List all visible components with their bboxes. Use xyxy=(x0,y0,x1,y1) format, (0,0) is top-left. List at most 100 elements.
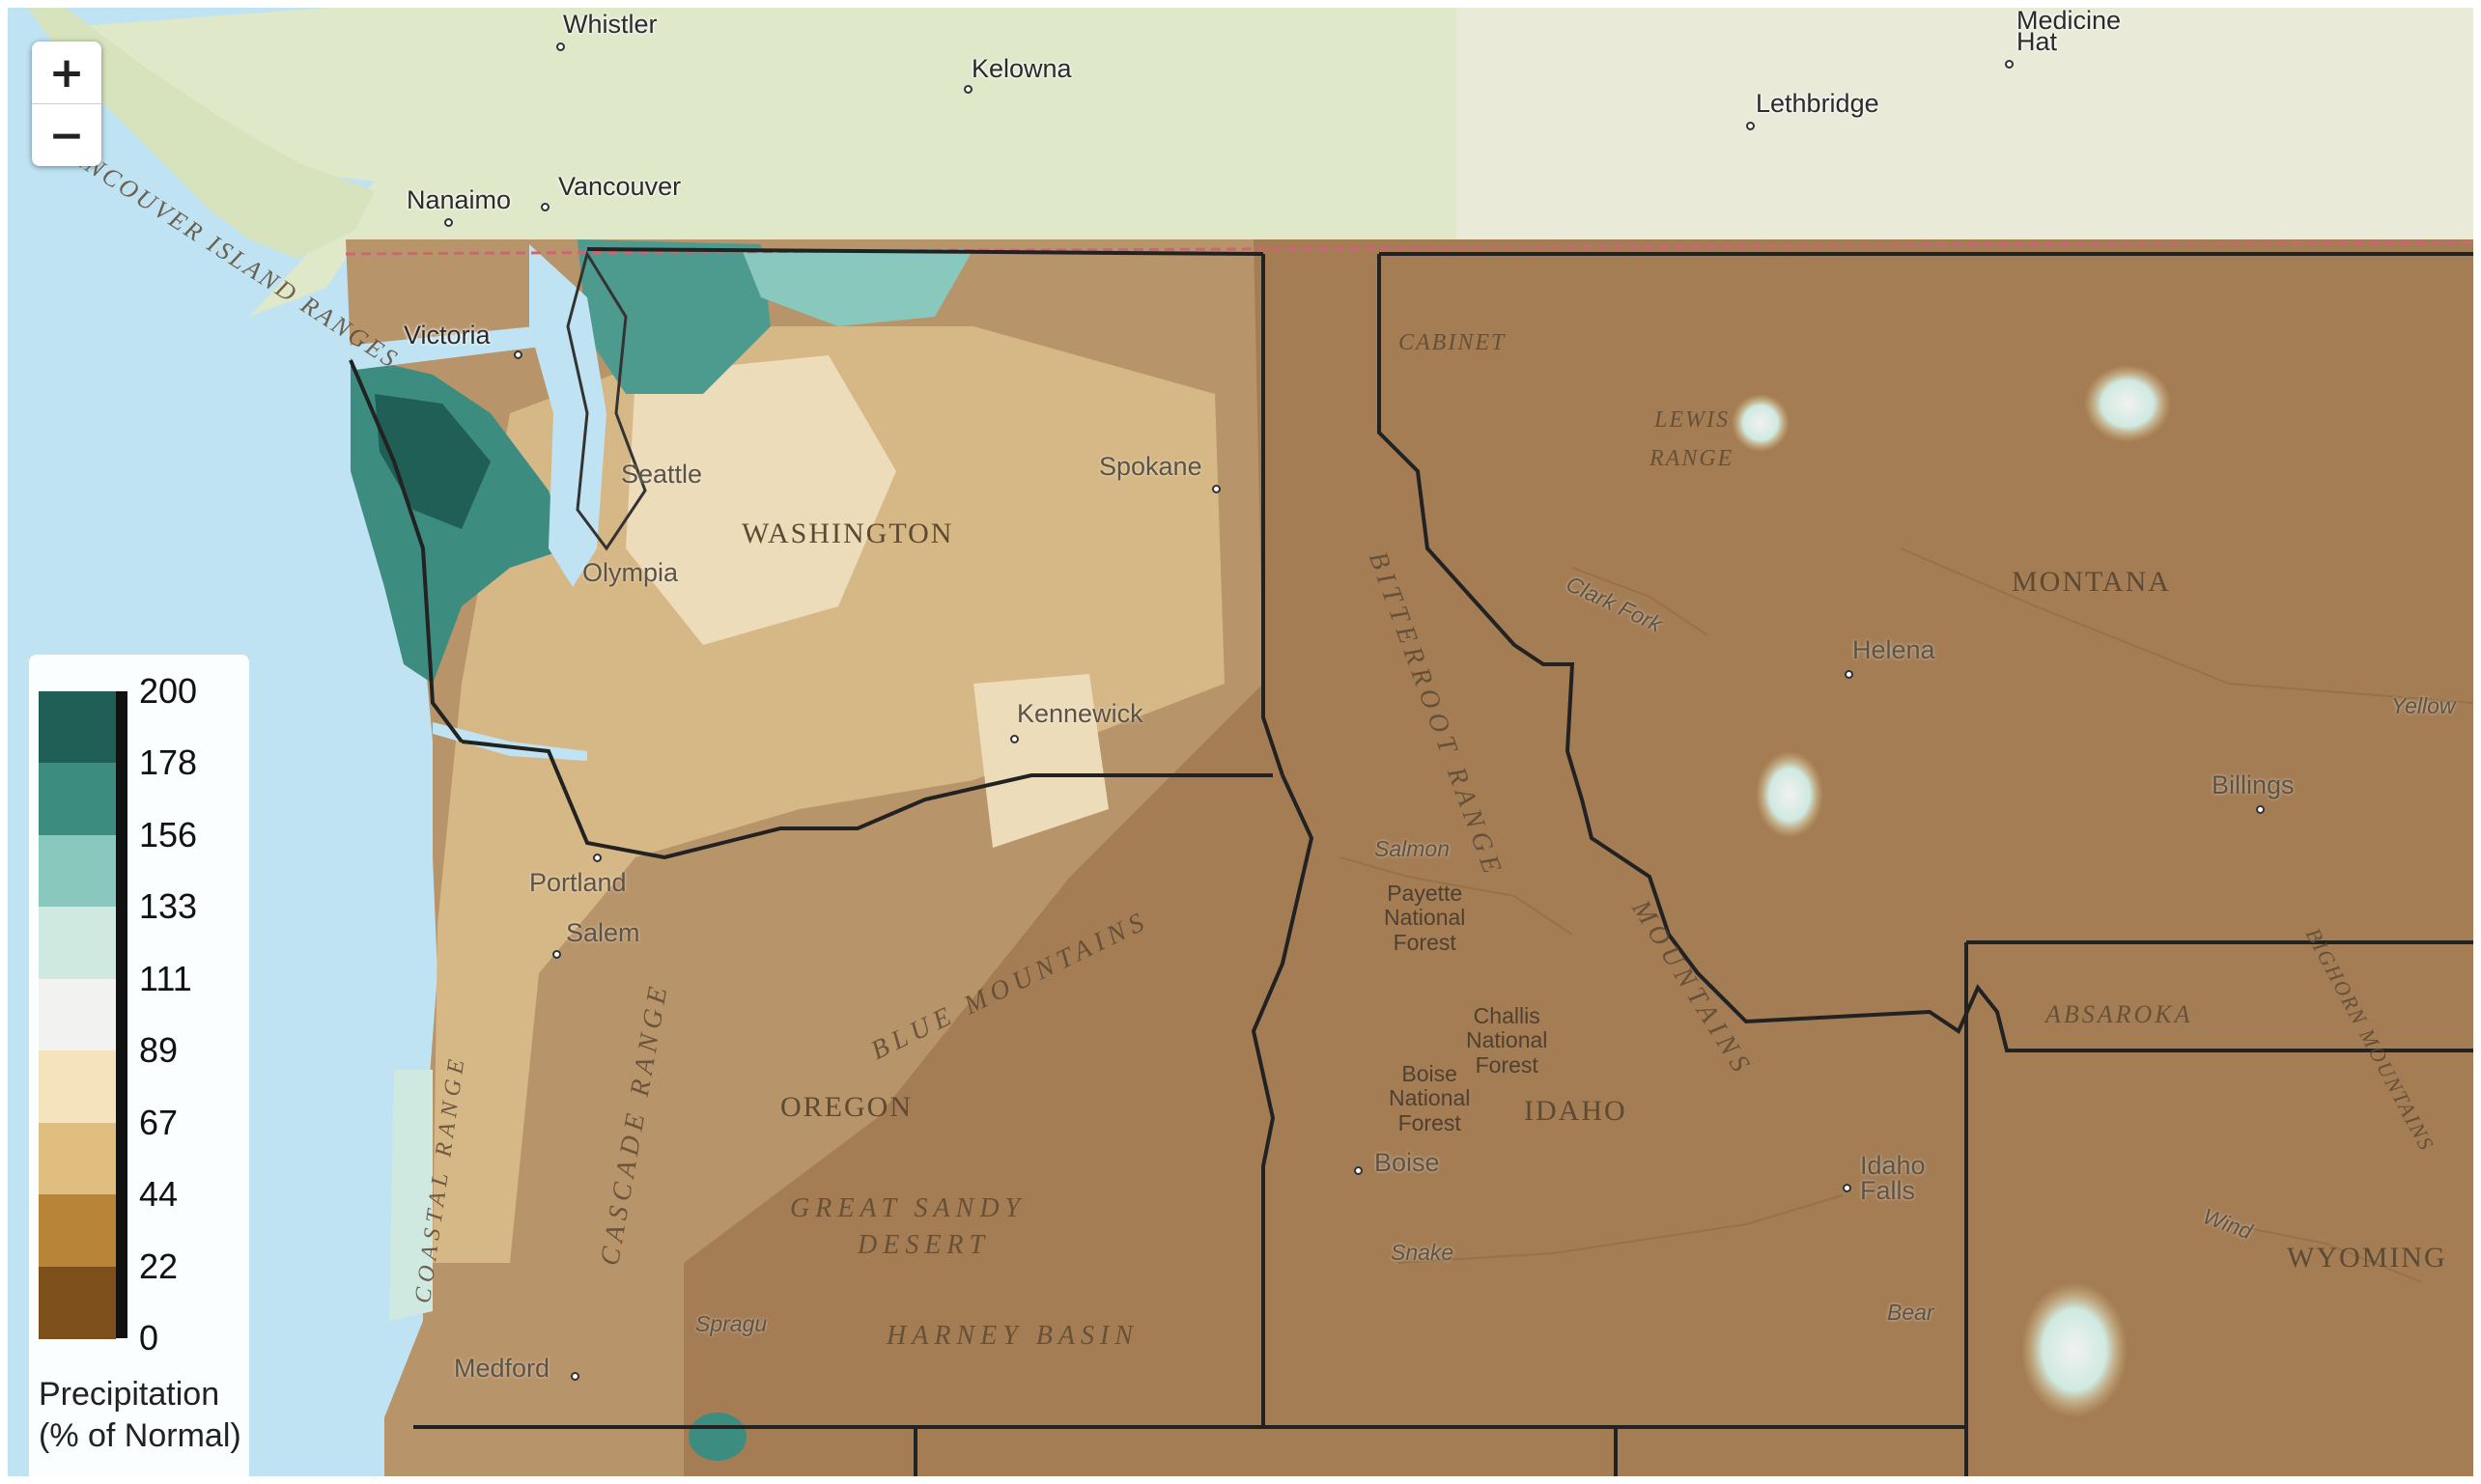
legend-tick-label: 133 xyxy=(139,886,198,927)
forest-label-line: Boise xyxy=(1401,1061,1457,1086)
lethbridge-marker[interactable] xyxy=(1746,122,1755,130)
vancouver-marker[interactable] xyxy=(541,203,550,211)
forest-label-line: Forest xyxy=(1475,1051,1538,1078)
city-label-lethbridge[interactable]: Lethbridge xyxy=(1756,89,1879,118)
zoom-control: + − xyxy=(32,42,101,166)
pale-patches xyxy=(626,355,896,645)
state-label-wyoming: WYOMING xyxy=(2287,1242,2447,1274)
legend-tick-label: 156 xyxy=(139,814,198,854)
legend-tick-label: 89 xyxy=(139,1030,179,1071)
zoom-in-button[interactable]: + xyxy=(48,47,85,98)
kennewick-marker[interactable] xyxy=(1010,735,1019,743)
wet-cascades-2 xyxy=(742,249,973,326)
forest-label-line: Forest xyxy=(1393,929,1456,955)
city-label-helena[interactable]: Helena xyxy=(1852,635,1935,664)
city-label-salem[interactable]: Salem xyxy=(566,918,640,947)
river-label-salmon: Salmon xyxy=(1374,836,1450,861)
forest-label-line: Payette xyxy=(1387,881,1463,906)
forest-label-payette: Payette National Forest xyxy=(1384,881,1466,955)
washington-oregon-border xyxy=(461,740,1273,860)
forest-label-line: Forest xyxy=(1397,1109,1461,1135)
city-label-victoria[interactable]: Victoria xyxy=(404,321,491,350)
whistler-marker[interactable] xyxy=(556,42,565,51)
dry-zone-east xyxy=(684,239,2473,1476)
forest-label-challis: Challis National Forest xyxy=(1466,1003,1547,1078)
city-label-vancouver[interactable]: Vancouver xyxy=(558,172,682,201)
river-label-bear: Bear xyxy=(1887,1300,1934,1325)
legend-color-band xyxy=(39,907,116,980)
city-label-kennewick[interactable]: Kennewick xyxy=(1017,699,1143,728)
medicine-hat-marker[interactable] xyxy=(2005,60,2014,69)
legend-tick-label: 0 xyxy=(139,1318,159,1358)
map-canvas[interactable] xyxy=(8,8,2473,1476)
portland-marker[interactable] xyxy=(593,854,602,862)
state-label-montana: MONTANA xyxy=(2012,566,2171,598)
city-label-kelowna[interactable]: Kelowna xyxy=(972,54,1072,83)
billings-marker[interactable] xyxy=(2256,805,2265,814)
wet-spot-yellowstone xyxy=(1756,751,1823,838)
river-label-yellow: Yellow xyxy=(2391,693,2456,718)
wet-spot-wind-river xyxy=(2021,1282,2128,1417)
city-label-olympia[interactable]: Olympia xyxy=(582,558,679,587)
city-label-nanaimo[interactable]: Nanaimo xyxy=(407,185,512,214)
light-band-west xyxy=(433,326,1225,1263)
nanaimo-marker[interactable] xyxy=(444,218,453,227)
legend-color-band xyxy=(39,763,116,836)
legend-tick-label: 111 xyxy=(139,958,192,998)
puget-islands xyxy=(566,250,647,551)
river-label-spragu: Spragu xyxy=(695,1311,768,1336)
range-label-absaroka: ABSAROKA xyxy=(2045,1000,2193,1028)
city-label-spokane[interactable]: Spokane xyxy=(1099,452,1202,481)
range-label-great-sandy: GREAT SANDY xyxy=(790,1193,1027,1223)
state-borders xyxy=(349,247,2473,1476)
legend-tick-label: 200 xyxy=(139,671,198,711)
legend-color-band xyxy=(39,1266,116,1339)
victoria-marker[interactable] xyxy=(514,350,522,359)
city-label-whistler[interactable]: Whistler xyxy=(563,10,658,39)
pale-patches-2 xyxy=(973,674,1109,848)
legend-color-band xyxy=(39,834,116,909)
washington-coast xyxy=(349,359,464,743)
zoom-out-button[interactable]: − xyxy=(32,103,101,166)
forest-label-boise: Boise National Forest xyxy=(1389,1061,1470,1135)
rivers xyxy=(1339,547,2473,1283)
legend-color-band xyxy=(39,1194,116,1268)
city-label-medford[interactable]: Medford xyxy=(454,1354,550,1383)
city-label-boise[interactable]: Boise xyxy=(1374,1148,1440,1177)
legend-color-scale xyxy=(39,691,130,1339)
spokane-marker[interactable] xyxy=(1212,485,1221,493)
range-label-harney-basin: HARNEY BASIN xyxy=(887,1321,1139,1351)
legend-color-band xyxy=(39,1050,116,1124)
range-label-desert: DESERT xyxy=(858,1230,991,1260)
city-label-falls[interactable]: Falls xyxy=(1860,1176,1916,1205)
state-label-washington: WASHINGTON xyxy=(742,518,954,549)
city-label-idaho[interactable]: Idaho xyxy=(1860,1151,1926,1180)
idaho-falls-marker[interactable] xyxy=(1843,1184,1851,1192)
precipitation-map[interactable]: Whistler Kelowna Lethbridge Medicine Hat… xyxy=(8,8,2473,1476)
legend-color-band xyxy=(39,978,116,1052)
state-label-idaho: IDAHO xyxy=(1524,1095,1627,1127)
oregon-idaho-border xyxy=(1251,774,1314,1427)
boise-marker[interactable] xyxy=(1354,1166,1363,1175)
wet-spot-lewis xyxy=(1732,394,1790,452)
legend-color-band xyxy=(39,1122,116,1196)
city-label-seattle[interactable]: Seattle xyxy=(621,460,703,489)
river-label-snake: Snake xyxy=(1391,1240,1454,1265)
range-label-range: RANGE xyxy=(1649,446,1734,471)
forest-label-line: National xyxy=(1384,905,1466,931)
salem-marker[interactable] xyxy=(552,950,561,959)
city-label-billings[interactable]: Billings xyxy=(2212,770,2295,799)
kelowna-marker[interactable] xyxy=(964,85,973,94)
legend-tick-label: 22 xyxy=(139,1246,179,1286)
city-label-hat[interactable]: Hat xyxy=(2016,27,2058,56)
city-label-portland[interactable]: Portland xyxy=(529,868,627,897)
wet-spot-montana xyxy=(2084,365,2171,442)
wet-olympic-core xyxy=(375,394,491,529)
medford-marker[interactable] xyxy=(571,1372,579,1381)
washington-idaho-border xyxy=(1261,254,1284,776)
helena-marker[interactable] xyxy=(1845,670,1853,679)
legend-title: Precipitation (% of Normal) xyxy=(39,1376,241,1454)
city-label-medicine[interactable]: Medicine xyxy=(2016,8,2122,35)
canada-plains xyxy=(1456,8,2473,239)
